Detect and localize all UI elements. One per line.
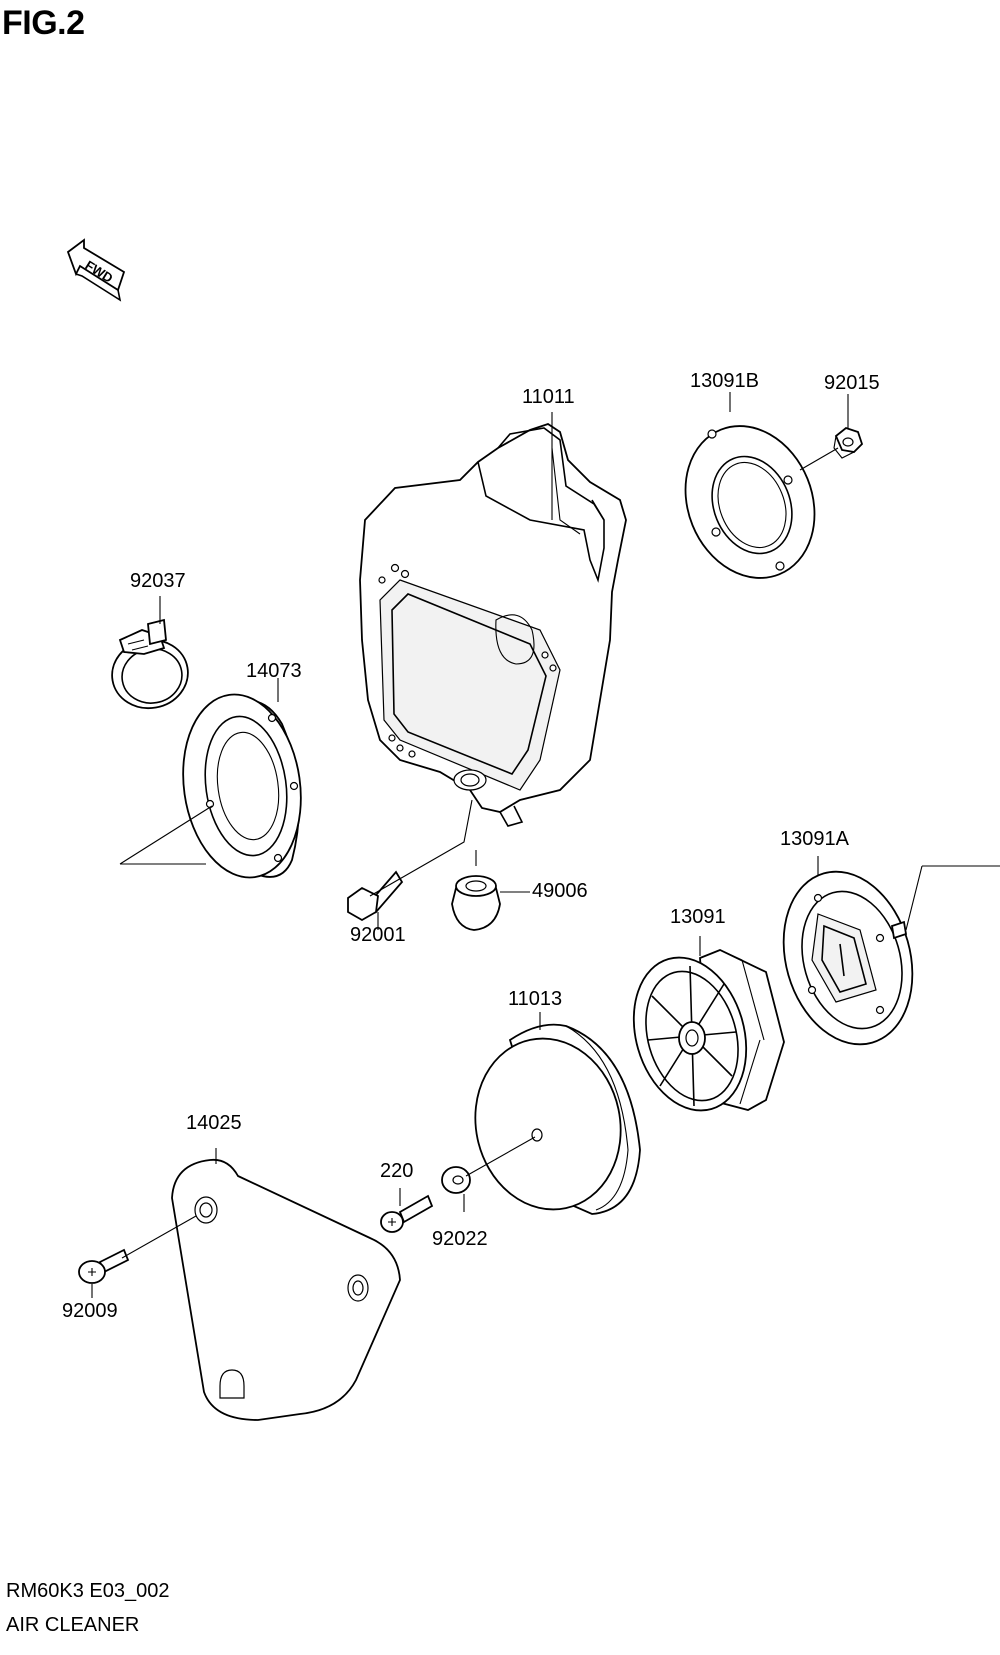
callout-14025: 14025 bbox=[186, 1112, 242, 1134]
figure-label: FIG.2 bbox=[2, 4, 85, 42]
callout-13091a: 13091A bbox=[780, 828, 849, 850]
fwd-arrow-icon: FWD bbox=[66, 238, 126, 302]
callout-92001: 92001 bbox=[350, 924, 406, 946]
screw-220 bbox=[380, 1194, 434, 1233]
callout-92022: 92022 bbox=[432, 1228, 488, 1250]
callout-49006: 49006 bbox=[532, 880, 588, 902]
callout-11013: 11013 bbox=[508, 988, 563, 1010]
bolt-92001 bbox=[347, 870, 404, 922]
diagram-code: RM60K3 E03_002 bbox=[6, 1580, 170, 1602]
callout-220: 220 bbox=[380, 1160, 414, 1182]
intake-duct-14073 bbox=[182, 693, 302, 879]
air-cleaner-case bbox=[359, 423, 627, 827]
filter-element-11013 bbox=[474, 1023, 641, 1215]
filter-frame-13091 bbox=[632, 949, 785, 1112]
callout-92015: 92015 bbox=[824, 372, 880, 394]
washer-92022 bbox=[441, 1166, 471, 1194]
callout-92037: 92037 bbox=[130, 570, 186, 592]
callout-92009: 92009 bbox=[62, 1300, 118, 1322]
cover-14025 bbox=[171, 1158, 401, 1421]
callout-13091: 13091 bbox=[670, 906, 726, 928]
drain-cap-49006 bbox=[451, 875, 501, 931]
nut-92015 bbox=[833, 426, 864, 459]
cap-plate-13091a bbox=[782, 870, 914, 1046]
diagram-caption: AIR CLEANER bbox=[6, 1614, 140, 1636]
callout-14073: 14073 bbox=[246, 660, 302, 682]
callout-11011: 11011 bbox=[522, 386, 575, 408]
callout-13091b: 13091B bbox=[690, 370, 759, 392]
screw-92009 bbox=[78, 1248, 130, 1284]
clamp-92037 bbox=[111, 618, 189, 710]
leader-lines bbox=[91, 392, 1000, 1298]
gasket-13091b bbox=[684, 425, 816, 579]
